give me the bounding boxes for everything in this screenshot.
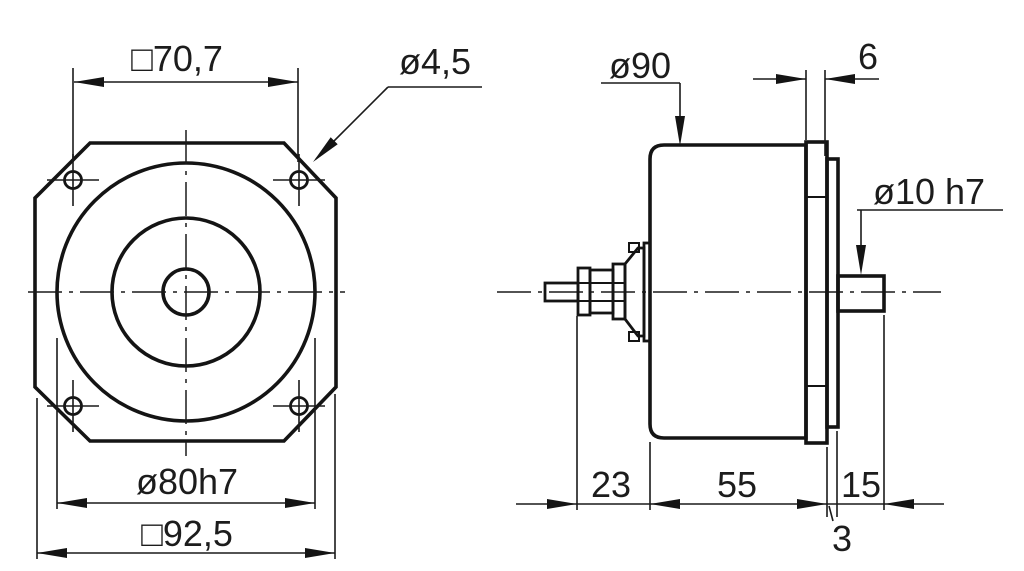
side-output-shaft: [836, 274, 886, 313]
side-front-coupling: [543, 241, 652, 343]
side-view: ø90 6 ø10 h7: [497, 36, 1003, 559]
front-view: □70,7 ø4,5 ø80h7: [28, 38, 482, 559]
dimension-flange-square: □92,5: [36, 394, 336, 559]
dim-label-spacer-thickness: 3: [832, 518, 852, 559]
dim-label-body-dia: ø90: [609, 45, 671, 86]
dim-label-bolt-square: □70,7: [131, 38, 223, 79]
dimension-flange-thickness: 6: [753, 36, 879, 156]
dim-label-shaft-length: 15: [841, 464, 881, 505]
dim-label-flange-square: □92,5: [141, 513, 233, 554]
dimension-pilot-dia: ø80h7: [56, 338, 316, 509]
dim-label-pilot-dia: ø80h7: [136, 461, 238, 502]
side-cone-tooth-bottom: [628, 331, 640, 342]
front-mounting-hole-top-right: [273, 154, 325, 206]
dim-label-shaft-dia: ø10 h7: [873, 171, 985, 212]
side-body-outline: [648, 143, 808, 440]
front-flange-outline: [33, 141, 338, 443]
front-mounting-hole-bottom-left: [47, 380, 99, 432]
side-cone-tooth-top: [628, 242, 640, 253]
leader-shaft-dia: ø10 h7: [856, 171, 1003, 275]
front-mounting-hole-bottom-right: [273, 380, 325, 432]
leader-bolt-hole-dia: ø4,5: [313, 41, 482, 162]
dim-label-flange-thickness: 6: [858, 36, 878, 77]
dim-label-front-length: 23: [591, 464, 631, 505]
dimension-bolt-square: □70,7: [72, 38, 299, 162]
front-mounting-hole-top-left: [47, 154, 99, 206]
leader-body-dia: ø90: [601, 45, 685, 146]
dimension-length-chain: 23 55 15 3: [516, 315, 944, 559]
dim-label-bolt-hole-dia: ø4,5: [399, 41, 471, 82]
dim-label-body-length: 55: [717, 464, 757, 505]
